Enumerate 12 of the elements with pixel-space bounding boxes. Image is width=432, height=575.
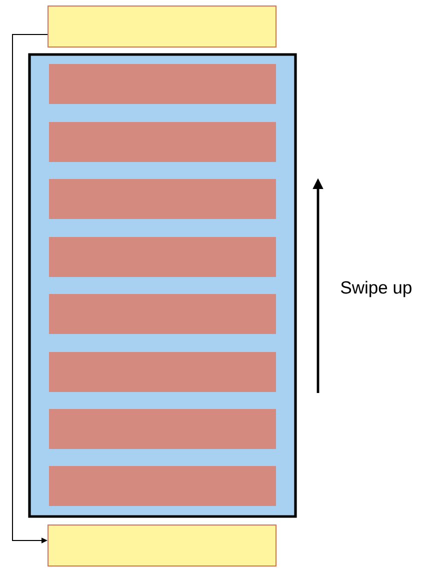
item-box	[48, 6, 276, 48]
list-item	[49, 179, 276, 219]
list-item	[49, 237, 276, 277]
list-item	[49, 466, 276, 506]
list-item	[49, 294, 276, 334]
list-item	[49, 122, 276, 162]
list-item	[49, 352, 276, 392]
list-item	[49, 409, 276, 449]
direction-label: Swipe up	[341, 280, 412, 298]
elbow-arrow	[12, 34, 48, 544]
list-item	[49, 64, 276, 104]
item-box	[48, 524, 276, 566]
